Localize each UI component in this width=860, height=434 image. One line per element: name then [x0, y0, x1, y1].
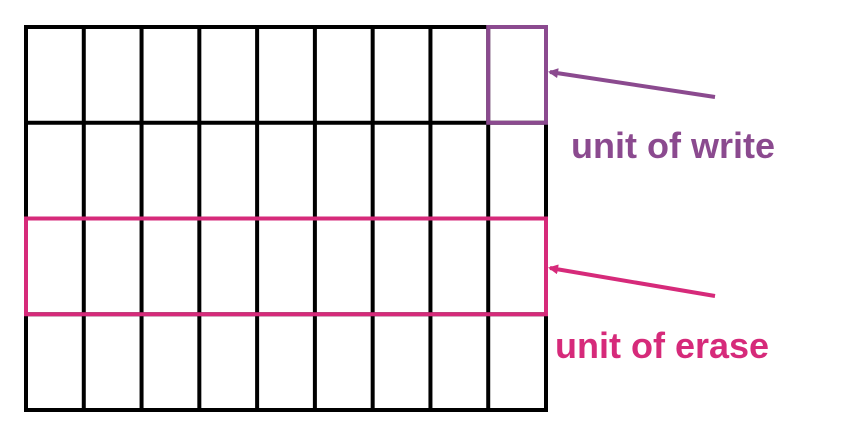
unit-of-erase-label: unit of erase	[555, 325, 770, 366]
write-arrow	[548, 68, 716, 99]
erase-arrow	[548, 264, 716, 298]
unit-of-write-label: unit of write	[571, 125, 775, 166]
erase-unit-highlight	[24, 216, 548, 317]
write-unit-highlight	[486, 25, 549, 125]
